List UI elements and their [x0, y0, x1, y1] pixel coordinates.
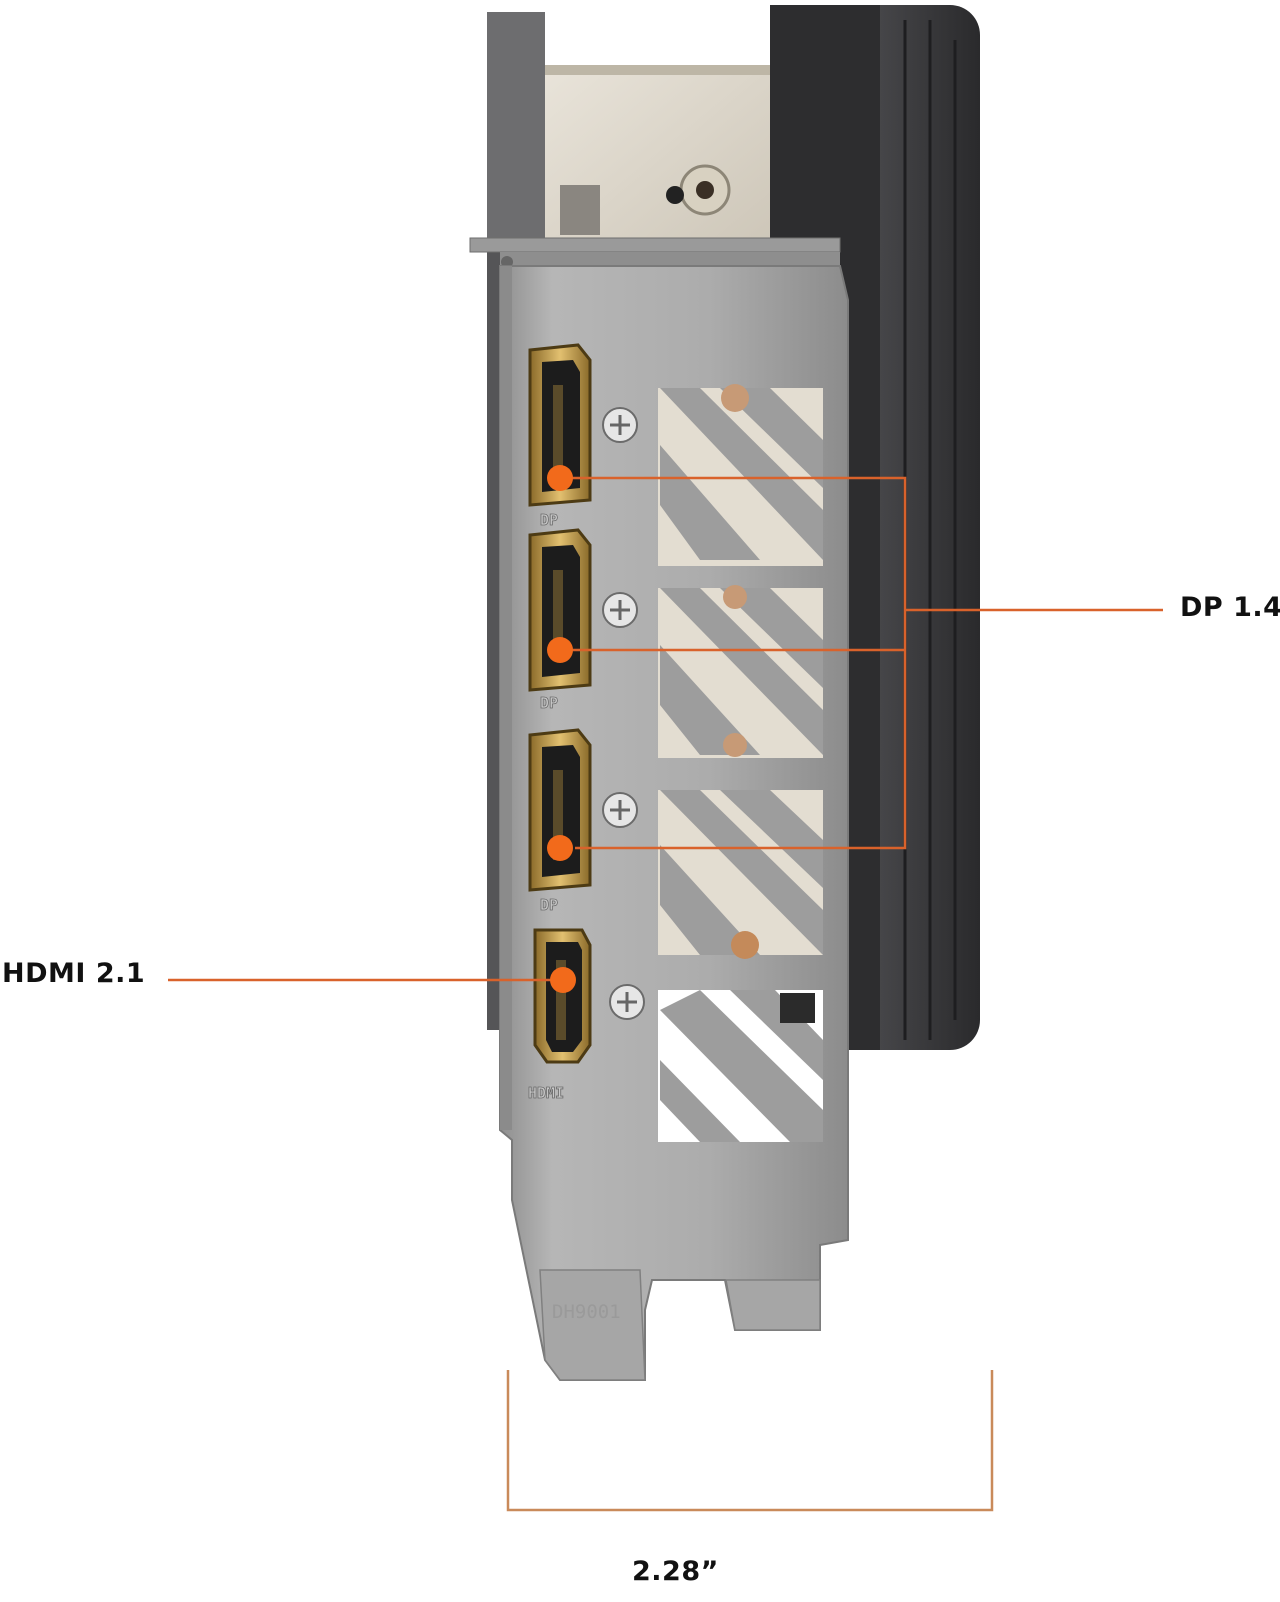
dp-callout-dot	[547, 465, 573, 491]
displayport-2: DP	[528, 528, 592, 712]
screw-icon	[602, 407, 638, 443]
screws	[602, 407, 645, 1020]
hdmi-callout-label: HDMI 2.1	[2, 958, 146, 989]
hdmi-port: HDMI	[528, 928, 592, 1102]
dp-port-label: DP	[540, 511, 558, 529]
screw-icon	[609, 984, 645, 1020]
vent-section-4	[658, 990, 823, 1142]
top-heatsink	[545, 65, 770, 250]
screw-icon	[602, 792, 638, 828]
dp-callout-label: DP 1.4	[1180, 592, 1280, 623]
hdmi-callout	[168, 967, 576, 993]
screw-icon	[602, 592, 638, 628]
hdmi-port-label: HDMI	[528, 1084, 564, 1102]
dp-callout	[547, 465, 1163, 861]
bracket-stamp: DH9001	[552, 1301, 621, 1323]
width-dimension	[506, 1370, 994, 1512]
dp-port-label: DP	[540, 694, 558, 712]
dp-port-label: DP	[540, 896, 558, 914]
width-dimension-label: 2.28”	[632, 1556, 719, 1587]
hdmi-callout-dot	[550, 967, 576, 993]
displayport-1: DP	[528, 343, 592, 529]
vent-section-1	[658, 384, 823, 566]
vent-section-2	[658, 585, 823, 758]
bracket-flange	[469, 237, 841, 268]
vent-section-3	[658, 790, 823, 959]
dp-callout-dot	[547, 637, 573, 663]
side-plate	[487, 12, 545, 1030]
dp-callout-dot	[547, 835, 573, 861]
displayport-3: DP	[528, 728, 592, 914]
